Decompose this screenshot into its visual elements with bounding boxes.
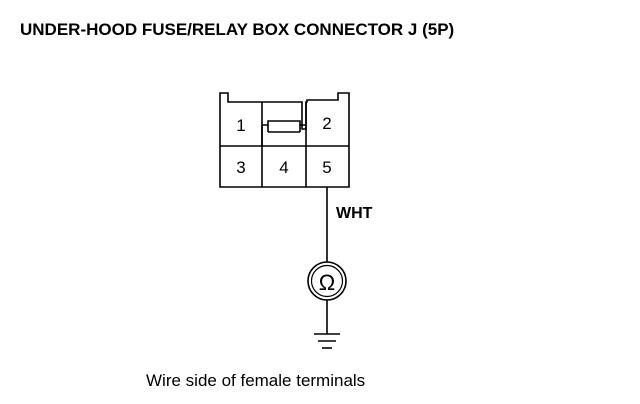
connector-cell-lines [220,102,349,187]
ohm-symbol: Ω [319,270,335,295]
terminal-1-label: 1 [236,116,245,135]
terminal-5-label: 5 [322,158,331,177]
ground-icon [314,333,340,349]
wire-color-label: WHT [336,205,373,222]
ohmmeter-icon: Ω [307,261,347,301]
terminal-3-label: 3 [236,158,245,177]
terminal-2-label: 2 [322,114,331,133]
diagram-caption: Wire side of female terminals [146,371,366,390]
diagram-title: UNDER-HOOD FUSE/RELAY BOX CONNECTOR J (5… [20,20,455,39]
terminal-4-label: 4 [279,158,288,177]
